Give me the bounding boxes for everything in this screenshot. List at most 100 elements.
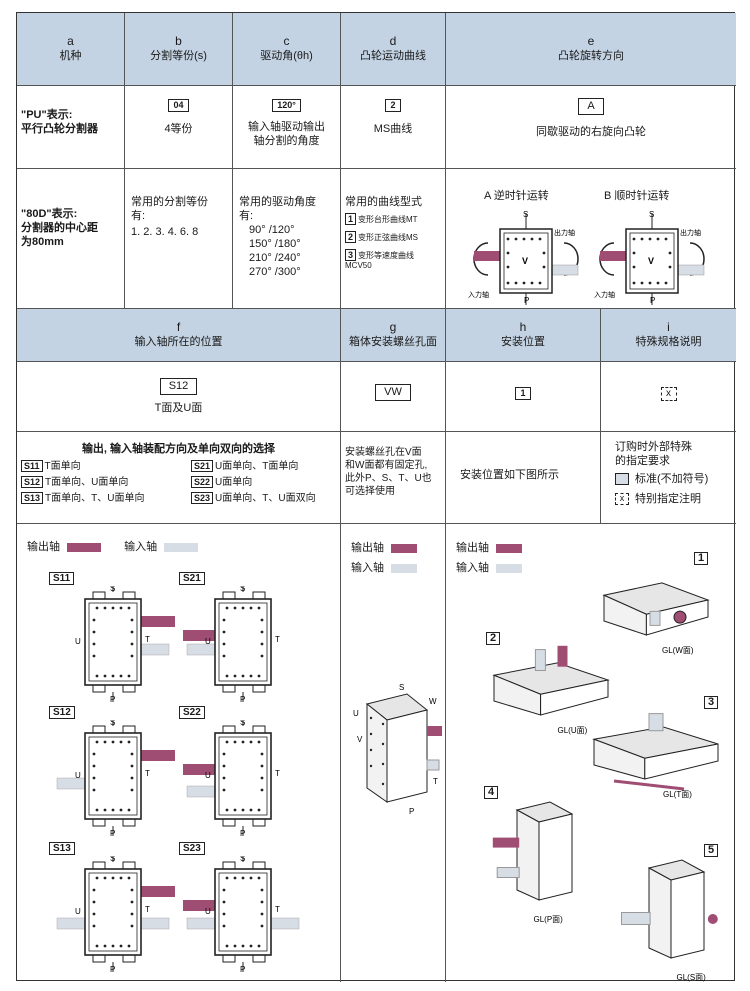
row3-c-line3: 90° /120° [249,224,295,236]
rotation-b-title: B 顺时针运转 [604,190,670,202]
g-diagram-panel: 输出轴 输入轴 S W U V T P [341,524,446,982]
curve-item-1-num: 1 [345,213,357,225]
row2-b-text: 4等份 [164,123,193,135]
row2-b-tag: 04 [168,99,189,112]
h-diagram-5: GL(S面) [621,859,718,982]
f-diagram-s23-p-label: P [240,965,245,974]
row6-g-line2: 和W面都有固定孔, [345,460,428,471]
header-h: h 安装位置 [446,309,601,362]
f-diagram-s21-t-label: T [275,635,280,644]
rotation-a-title: A 逆时针运转 [484,190,549,202]
row2-a-line1: "PU"表示: [21,109,73,121]
row3-d-title: 常用的曲线型式 [345,196,422,208]
header-h-title: 安装位置 [501,336,545,348]
f-legend-output-swatch [67,542,102,552]
header-i-title: 特殊规格说明 [635,336,702,348]
f-diagram-s21-label: S21 [179,572,205,585]
row6-g-line1: 安装螺丝孔在V面 [345,447,422,458]
h-legend-output-label: 输出轴 [456,542,489,554]
row2-a: "PU"表示: 平行凸轮分割器 [17,86,125,169]
f-diagram-s23-s-label: S [240,856,245,863]
header-c-title: 驱动角(θh) [260,50,313,62]
row6-g: 安装螺丝孔在V面 和W面都有固定孔, 此外P、S、T、U也 可选择使用 [341,432,446,524]
f-diagram-s23-u-label: U [205,907,211,916]
f-diagram-s13-label: S13 [49,842,75,855]
f-diagram-s13-u-label: U [75,907,81,916]
header-a: a 机种 [17,13,125,86]
header-c-key: c [283,34,290,48]
row5-f-text: T面及U面 [154,402,203,414]
f-legend-output-label: 输出轴 [27,541,60,553]
special-swatch: x [615,493,629,506]
rotation-b-v-label: V [648,256,654,266]
f-legend-input-swatch [164,542,199,552]
header-b: b 分割等份(s) [125,13,233,86]
row3-a: "80D"表示: 分割器的中心距 为80mm [17,169,125,309]
row3-c-line1: 常用的驱动角度 [239,196,316,208]
header-e-title: 凸轮旋转方向 [558,50,624,62]
row5-i-tag: x [660,387,677,401]
h-legend-output-swatch [496,543,523,553]
h-diagram-4-gl-label: GL(P面) [534,915,564,924]
f-diagram-s21-u-label: U [205,637,211,646]
f-diagram-s11-p-label: P [110,695,115,704]
header-d-key: d [389,34,397,48]
rotation-a-s-label: S [523,210,528,219]
h-diagram-4-number: 4 [484,786,499,799]
g-legend: 输出轴 输入轴 [351,538,418,578]
rotation-a-in-label: 入力轴 [468,290,489,299]
header-e-key: e [587,34,595,48]
header-i: i 特殊规格说明 [601,309,736,362]
g-u-label: U [353,709,359,718]
row5-f-tag: S12 [159,378,198,395]
row6-i-line1: 订购时外部特殊 [615,441,692,453]
row2-e-text: 同歇驱动的右旋向凸轮 [536,126,646,138]
row2-a-line2: 平行凸轮分割器 [21,123,98,135]
f-diagram-s11-label: S11 [49,572,75,585]
h-diagram-5-number: 5 [704,844,719,857]
row3-a-line1: "80D"表示: [21,208,78,220]
row5-f: S12 T面及U面 [17,362,341,432]
rotation-a-out-label: 出力轴 [554,228,575,237]
rotation-a-v-label: V [522,256,528,266]
row6-g-line4: 可选择使用 [345,486,395,497]
f-diagram-s11-s-label: S [110,586,115,593]
header-g: g 箱体安装螺丝孔面 [341,309,446,362]
f-diagram-s13-s-label: S [110,856,115,863]
row5-i: x [601,362,736,432]
row2-e-tag: A [578,98,604,115]
f-diagram-s12-u-label: U [75,771,81,780]
row6-h-text: 安装位置如下图所示 [460,469,559,481]
h-diagram-1-gl-label: GL(W面) [662,646,694,655]
h-diagram-1: GL(W面) [602,582,710,655]
row6-g-line3: 此外P、S、T、U也 [345,473,432,484]
f-diagram-s22-label: S22 [179,706,205,719]
f-diagram-s22-t-label: T [275,769,280,778]
f-diagram-s22-p-label: P [240,829,245,838]
row3-b-line3: 1. 2. 3. 4. 6. 8 [131,226,199,238]
rotation-b-in-label: 入力轴 [594,290,615,299]
h-diagram-2-number: 2 [486,632,501,645]
f-diagram-s12-p-label: P [110,829,115,838]
rotation-b-s-label: S [649,210,654,219]
row2-c-line1: 输入轴驱动输出 [248,121,325,133]
h-diagram-2: GL(U面) [492,645,610,735]
header-f: f 输入轴所在的位置 [17,309,341,362]
row2-c: 120° 输入轴驱动输出 轴分割的角度 [233,86,341,169]
h-diagram-3: GL(T面) [592,713,719,799]
f-diagram-s11-t-label: T [145,635,150,644]
header-c: c 驱动角(θh) [233,13,341,86]
header-g-key: g [389,320,397,334]
rotation-a-p-label: P [524,296,529,305]
h-diagram-4: GL(P面) [492,801,574,924]
